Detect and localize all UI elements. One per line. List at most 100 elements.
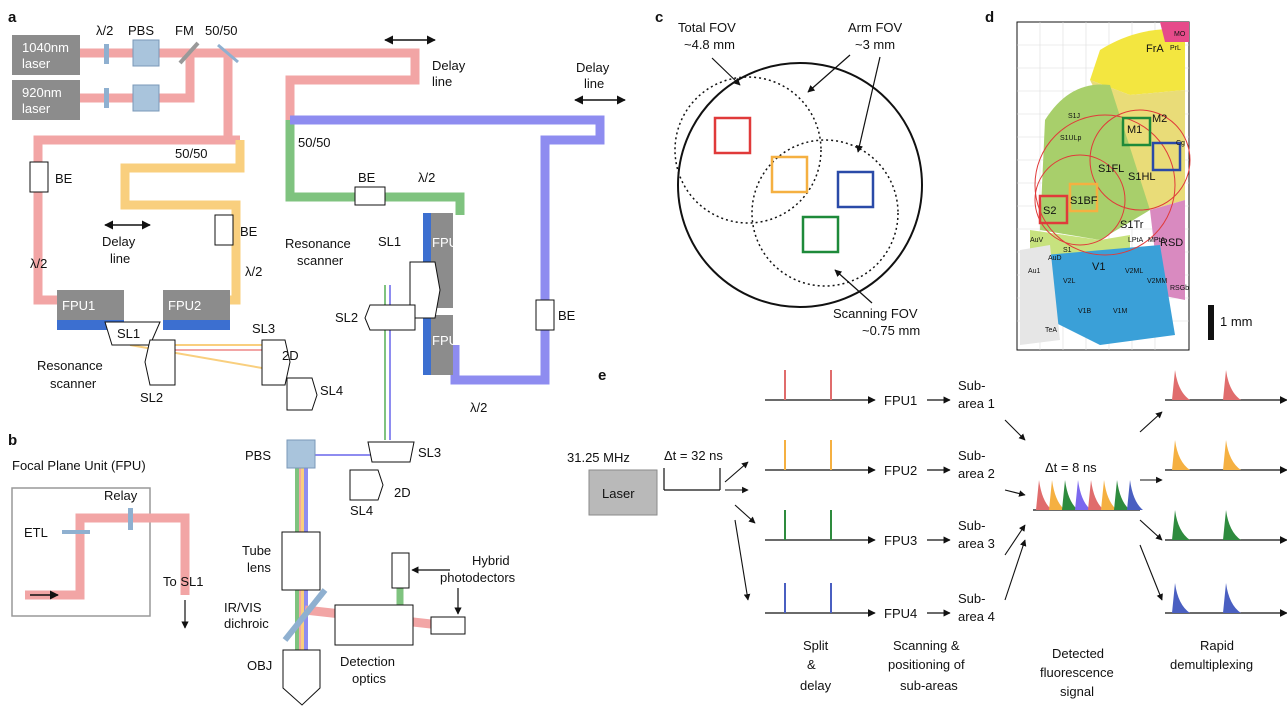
panel-a: a bbox=[8, 9, 626, 706]
label-be-3: BE bbox=[358, 170, 376, 185]
delay-line-label-2: Delay bbox=[576, 60, 610, 75]
subarea-green bbox=[801, 215, 840, 254]
fov-circle bbox=[1089, 109, 1191, 211]
caption-detected: fluorescence bbox=[1040, 665, 1114, 680]
converge-arrow bbox=[1004, 539, 1027, 601]
region-fra bbox=[1090, 29, 1185, 95]
fpu2-window bbox=[163, 320, 230, 330]
arm-fov-circle-1 bbox=[674, 76, 822, 224]
dichroic-icon bbox=[282, 588, 328, 642]
label-dt-out: Δt = 8 ns bbox=[1045, 460, 1097, 475]
scan-lens-sl2 bbox=[144, 339, 176, 386]
region-label: V2MM bbox=[1147, 278, 1167, 285]
demux-arrow bbox=[1139, 544, 1163, 601]
label-arm-fov-size: ~3 mm bbox=[855, 37, 895, 52]
region-label: S1HL bbox=[1128, 171, 1156, 183]
caption-demux: demultiplexing bbox=[1170, 657, 1253, 672]
combined-peak bbox=[1062, 480, 1078, 510]
delay-line-label-2b: line bbox=[584, 76, 604, 91]
label-5050-1: 50/50 bbox=[205, 23, 238, 38]
detection-optics bbox=[334, 604, 414, 646]
fpu4-window bbox=[423, 315, 431, 375]
subarea-label: area 3 bbox=[958, 536, 995, 551]
captions: Split & delay Scanning & positioning of … bbox=[800, 638, 1253, 699]
region-mo bbox=[1160, 22, 1189, 42]
label-to-sl1: To SL1 bbox=[163, 574, 203, 589]
delay-line-label-3b: line bbox=[110, 251, 130, 266]
fpu1-box bbox=[57, 290, 124, 320]
region-label: TeA bbox=[1045, 327, 1057, 334]
label-obj: OBJ bbox=[247, 658, 272, 673]
label-photodetectors: photodectors bbox=[440, 570, 516, 585]
region-label: Cg bbox=[1176, 140, 1185, 147]
label-laser: Laser bbox=[602, 486, 635, 501]
decay-peak bbox=[1223, 510, 1241, 540]
subarea-label: Sub- bbox=[958, 591, 985, 606]
label-2d-2: 2D bbox=[394, 485, 411, 500]
region-label: V1 bbox=[1092, 261, 1105, 273]
map-subarea-orange bbox=[1068, 182, 1099, 213]
region-label: S1BF bbox=[1070, 195, 1098, 207]
half-wave-plate-icon bbox=[104, 88, 109, 108]
subarea-label: Sub- bbox=[958, 378, 985, 393]
fov-circle bbox=[1034, 154, 1126, 246]
scan-lens-sl4-right bbox=[349, 469, 384, 501]
label-pbs: PBS bbox=[128, 23, 154, 38]
photodetector bbox=[430, 616, 466, 635]
panel-b: b Focal Plane Unit (FPU) ETL Relay To SL… bbox=[8, 432, 203, 629]
region-label: MPtA bbox=[1148, 237, 1165, 244]
subarea-blue bbox=[836, 170, 875, 209]
caption-split: Split bbox=[803, 638, 829, 653]
decay-peak bbox=[1223, 370, 1241, 400]
laser-box bbox=[588, 469, 658, 516]
demux-arrow bbox=[1139, 411, 1163, 433]
laser-920-sub: laser bbox=[22, 101, 51, 116]
laser-1040 bbox=[12, 35, 80, 75]
beam-expander bbox=[29, 161, 49, 193]
region-label: V2L bbox=[1063, 278, 1076, 285]
label-scale-bar: 1 mm bbox=[1220, 314, 1253, 329]
region-label: LPtA bbox=[1128, 237, 1144, 244]
region-label: PrL bbox=[1170, 45, 1181, 52]
delay-line-label-1: Delay bbox=[432, 58, 466, 73]
arm-fov-circle-2 bbox=[751, 139, 899, 287]
panel-b-title: Focal Plane Unit (FPU) bbox=[12, 458, 146, 473]
fpu2-box bbox=[163, 290, 230, 320]
split-arrow bbox=[734, 519, 751, 601]
label-optics: optics bbox=[352, 671, 386, 686]
panel-e: e 31.25 MHz Laser Δt = 32 ns Δt = 8 ns F… bbox=[567, 367, 1287, 699]
scan-lens-sl2-right bbox=[364, 304, 416, 331]
tube-lens bbox=[281, 531, 321, 591]
laser-920 bbox=[12, 80, 80, 120]
split-arrow bbox=[724, 461, 749, 483]
flip-mirror-icon bbox=[178, 41, 200, 65]
fpu-label: FPU3 bbox=[884, 533, 917, 548]
fpu-label: FPU2 bbox=[884, 463, 917, 478]
decay-peak bbox=[1223, 440, 1241, 470]
label-resonance-scanner-2b: scanner bbox=[297, 253, 344, 268]
combined-peak bbox=[1114, 480, 1130, 510]
map-subarea-blue bbox=[1151, 141, 1182, 172]
caption-scanning: Scanning & bbox=[893, 638, 960, 653]
fpu3-window bbox=[423, 213, 431, 308]
label-be-4: BE bbox=[558, 308, 576, 323]
label-be-1: BE bbox=[55, 171, 73, 186]
relay-lens-icon bbox=[128, 508, 133, 530]
caption-split: & bbox=[807, 657, 816, 672]
subarea-orange bbox=[770, 155, 809, 194]
beam-expander bbox=[535, 299, 555, 331]
converge-arrow bbox=[1004, 524, 1026, 556]
half-wave-plate-icon bbox=[104, 44, 109, 64]
panel-a-letter: a bbox=[8, 9, 17, 26]
label-half-wave-4: λ/2 bbox=[418, 170, 435, 185]
combined-peak bbox=[1101, 480, 1117, 510]
label-be-2: BE bbox=[240, 224, 258, 239]
label-resonance-scanner-2: Resonance bbox=[285, 236, 351, 251]
label-tube: Tube bbox=[242, 543, 271, 558]
label-2d-1: 2D bbox=[282, 348, 299, 363]
pointer-arrow bbox=[807, 54, 851, 93]
subarea-red bbox=[713, 116, 752, 155]
laser-920-label: 920nm bbox=[22, 85, 62, 100]
label-fpu3: FPU3 bbox=[432, 235, 465, 250]
